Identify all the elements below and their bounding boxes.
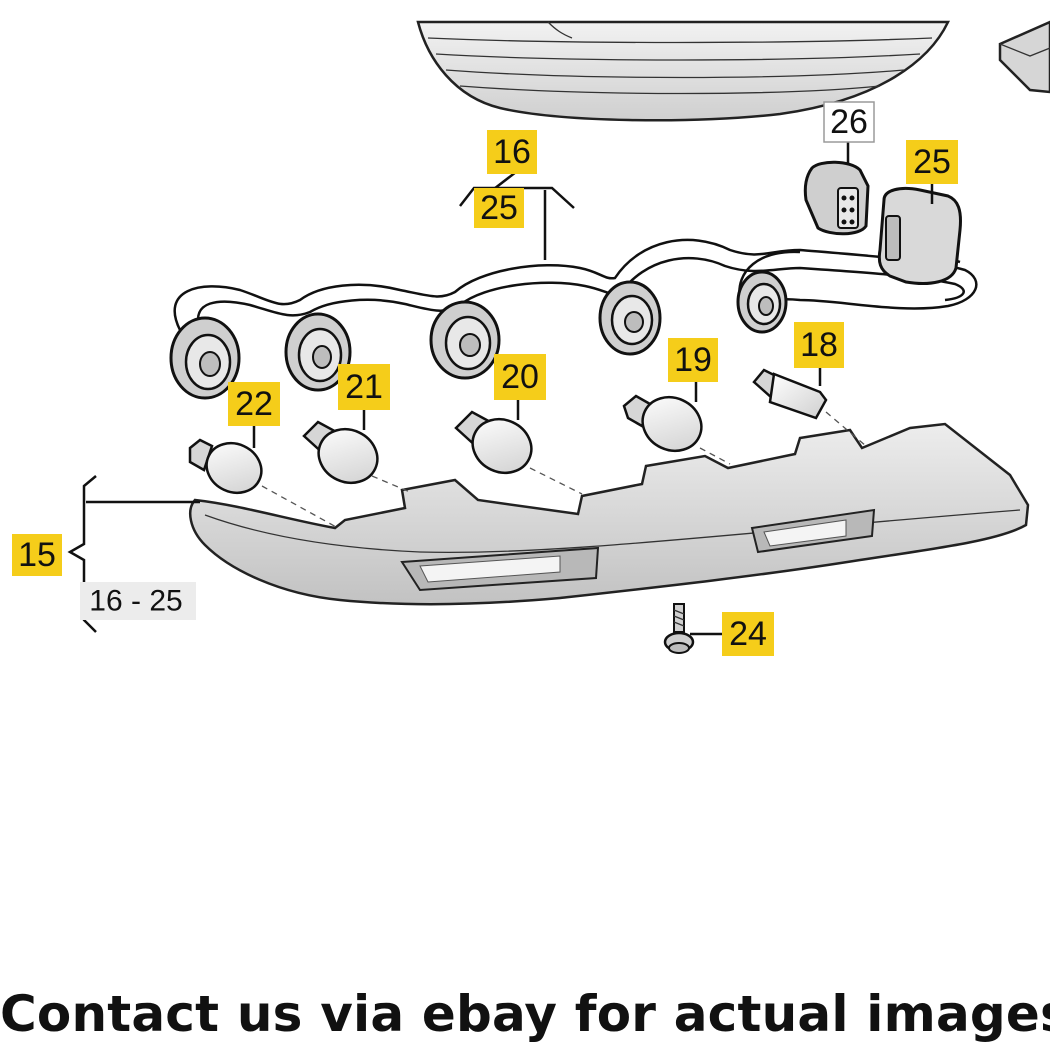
svg-text:18: 18 <box>800 326 838 364</box>
callout-22: 22 <box>228 382 280 426</box>
svg-text:25: 25 <box>913 143 951 181</box>
svg-text:16 - 25: 16 - 25 <box>89 585 182 618</box>
assembly-guide-lines <box>261 411 867 529</box>
callout-18: 18 <box>794 322 844 368</box>
callout-21: 21 <box>338 364 390 410</box>
reflector-strip <box>189 422 1030 606</box>
screw-24 <box>663 603 695 654</box>
svg-text:22: 22 <box>235 385 273 423</box>
bulb-socket-4 <box>598 280 662 356</box>
wiring-harness <box>173 238 978 331</box>
bulb-socket-1 <box>169 316 241 400</box>
callout-24: 24 <box>722 612 774 656</box>
bulb-socket-5 <box>736 270 788 334</box>
connector-housing <box>877 186 962 285</box>
svg-text:15: 15 <box>18 536 56 574</box>
callout-15: 15 <box>12 534 62 576</box>
callout-19: 19 <box>668 338 718 382</box>
svg-text:20: 20 <box>501 358 539 396</box>
callout-16-sub: 25 <box>474 188 524 228</box>
bulb-18 <box>752 368 828 420</box>
bulb-21 <box>302 420 379 485</box>
svg-text:16: 16 <box>493 133 531 171</box>
callout-16: 16 <box>487 130 537 174</box>
bulb-20 <box>454 410 533 475</box>
svg-text:21: 21 <box>345 368 383 406</box>
svg-text:19: 19 <box>674 341 712 379</box>
connector-plug <box>803 160 870 236</box>
headlamp-lens <box>416 20 950 122</box>
contact-caption: Contact us via ebay for actual images <box>0 985 1050 1043</box>
svg-text:25: 25 <box>480 189 518 227</box>
bulb-22 <box>188 438 263 495</box>
callout-20: 20 <box>494 354 546 400</box>
bulb-socket-3 <box>429 300 501 380</box>
bulb-19 <box>622 394 703 453</box>
corner-bracket <box>998 20 1050 94</box>
callout-range: 16 - 25 <box>80 582 196 620</box>
svg-text:26: 26 <box>830 103 868 141</box>
bulb-socket-2 <box>284 312 352 392</box>
callout-25: 25 <box>906 140 958 184</box>
svg-text:24: 24 <box>729 615 767 653</box>
callout-26: 26 <box>823 101 875 143</box>
